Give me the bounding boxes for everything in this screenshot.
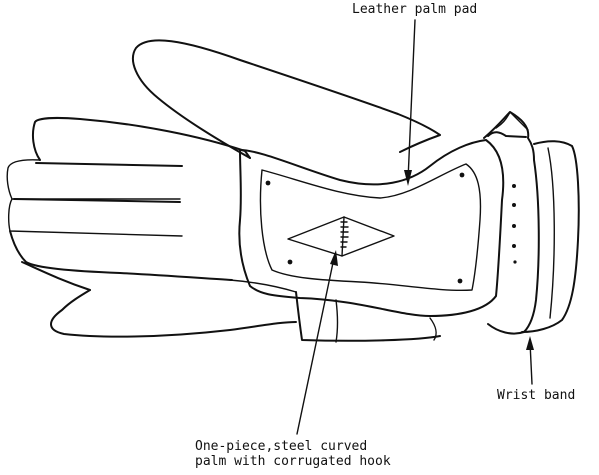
wrist-band	[483, 111, 580, 335]
leader-lines	[296, 19, 534, 435]
palm-pad-outer	[238, 139, 505, 317]
hook-arrow-line	[296, 257, 335, 435]
hook-label-line-1: One-piece,steel curved	[195, 439, 368, 454]
ring-finger	[7, 198, 183, 237]
corrugated-hook	[287, 216, 395, 257]
rivet	[287, 259, 293, 265]
pad-arrow-line	[407, 19, 416, 181]
palm-pad-inner	[259, 163, 482, 292]
hook-label-line-2: palm with corrugated hook	[195, 454, 391, 469]
palm-pad	[238, 139, 505, 317]
middle-finger	[6, 159, 181, 200]
leather-palm-pad-label: Leather palm pad	[352, 2, 478, 17]
index-finger	[31, 117, 251, 161]
rivet	[265, 180, 271, 186]
wrist-band-label: Wrist band	[497, 388, 576, 403]
rivet	[457, 278, 463, 284]
hook-arrowhead-icon	[330, 250, 338, 266]
little-finger	[9, 230, 233, 281]
pad-arrowhead-icon	[404, 170, 412, 186]
wrist-arrowhead-icon	[526, 336, 534, 350]
thumb	[132, 39, 441, 159]
glove-outline	[6, 39, 441, 343]
rivet	[459, 172, 465, 178]
